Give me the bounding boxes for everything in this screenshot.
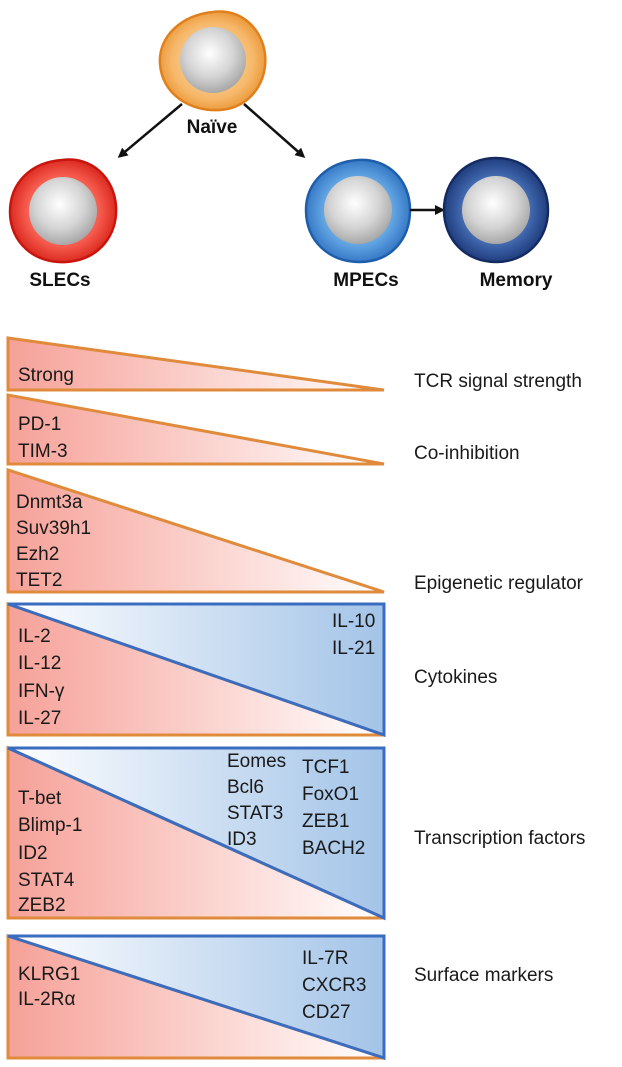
left-item: TIM-3	[18, 441, 68, 462]
left-item: IL-27	[18, 708, 61, 729]
memory-label: Memory	[480, 270, 553, 291]
right-item: Eomes	[227, 751, 286, 772]
left-item: ID2	[18, 843, 48, 864]
row-surface-markers: KLRG1 IL-2Rα IL-7R CXCR3 CD27 Surface ma…	[6, 933, 553, 1061]
row-transcription-factors: T-bet Blimp-1 ID2 STAT4 ZEB2 Eomes Bcl6 …	[6, 745, 585, 921]
red-wedge	[6, 393, 385, 466]
left-item: KLRG1	[18, 964, 80, 985]
blue-wedge-outline	[7, 602, 386, 738]
right-item: IL-21	[332, 638, 375, 659]
left-item: Ezh2	[16, 544, 59, 565]
arrow-naive-to-mpecs	[243, 103, 306, 158]
category-label: Cytokines	[414, 667, 497, 688]
mpecs-label: MPECs	[333, 270, 398, 291]
mpecs-cell	[304, 158, 412, 264]
left-item: Strong	[18, 365, 74, 386]
arrow-naive-to-slecs	[117, 103, 183, 158]
right-item: TCF1	[302, 757, 350, 778]
left-item: Blimp-1	[18, 815, 82, 836]
category-label: TCR signal strength	[414, 371, 582, 392]
right-item: ZEB1	[302, 811, 350, 832]
left-item: Dnmt3a	[16, 492, 83, 513]
blue-wedge-outline	[7, 746, 386, 921]
right-item: IL-10	[332, 611, 375, 632]
category-label: Surface markers	[414, 965, 553, 986]
row-tcr-signal-strength: Strong TCR signal strength	[6, 336, 582, 392]
red-wedge	[6, 336, 385, 392]
slecs-cell	[8, 158, 118, 264]
row-cytokines: IL-2 IL-12 IFN-γ IL-27 IL-10 IL-21 Cytok…	[6, 601, 497, 738]
category-label: Transcription factors	[414, 828, 585, 849]
left-item: IL-2Rα	[18, 989, 75, 1010]
right-item: ID3	[227, 829, 257, 850]
category-label: Co-inhibition	[414, 443, 520, 464]
memory-cell	[442, 156, 550, 264]
row-epigenetic-regulator: Dnmt3a Suv39h1 Ezh2 TET2 Epigenetic regu…	[6, 467, 584, 594]
right-item: FoxO1	[302, 784, 359, 805]
left-item: Suv39h1	[16, 518, 91, 539]
right-item: STAT3	[227, 803, 283, 824]
slecs-label: SLECs	[29, 270, 90, 291]
left-item: TET2	[16, 570, 62, 591]
right-item: CXCR3	[302, 975, 366, 996]
left-item: IL-2	[18, 626, 51, 647]
right-item: CD27	[302, 1002, 351, 1023]
blue-wedge-outline	[7, 934, 386, 1061]
row-co-inhibition: PD-1 TIM-3 Co-inhibition	[6, 393, 520, 466]
left-item: IL-12	[18, 653, 61, 674]
right-item: IL-7R	[302, 948, 348, 969]
left-item: IFN-γ	[18, 681, 65, 702]
left-item: PD-1	[18, 414, 61, 435]
right-item: BACH2	[302, 838, 365, 859]
naive-cell	[158, 10, 267, 112]
category-label: Epigenetic regulator	[414, 573, 584, 594]
naive-label: Naïve	[187, 117, 238, 138]
red-wedge	[6, 467, 385, 594]
left-item: ZEB2	[18, 895, 66, 916]
left-item: STAT4	[18, 870, 75, 891]
right-item: Bcl6	[227, 777, 264, 798]
left-item: T-bet	[18, 788, 62, 809]
